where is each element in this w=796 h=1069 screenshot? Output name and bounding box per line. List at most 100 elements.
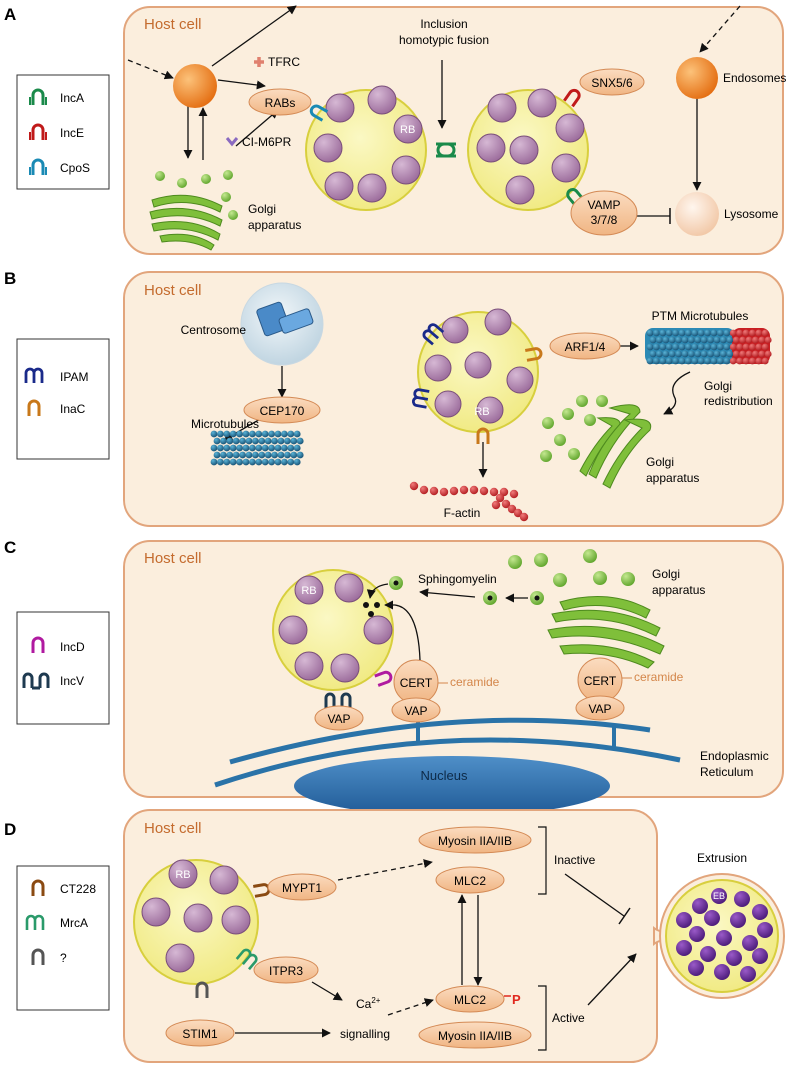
inac-icon-bottom: [476, 427, 490, 444]
inca-icon: [29, 88, 47, 105]
cpos-icon: [29, 158, 47, 175]
tfrc-icon: [254, 57, 264, 67]
golgi-vesicles-c: [508, 549, 635, 587]
svg-text:CERT: CERT: [584, 674, 617, 688]
lysosome-vesicle: [675, 192, 719, 236]
snx-protein: SNX5/6: [579, 68, 645, 96]
mrca-icon: [25, 914, 45, 930]
rabs-protein: RABs: [248, 88, 312, 116]
rb-label-a: RB: [400, 124, 415, 136]
rb-label-d: RB: [175, 869, 190, 881]
arrow-to-rabs: [217, 79, 266, 90]
panel-a: A Host cell IncA IncE CpoS: [4, 5, 786, 255]
itpr3-protein: ITPR3: [253, 956, 319, 984]
svg-text:Myosin IIA/IIB: Myosin IIA/IIB: [438, 834, 512, 848]
vap-protein-1: VAP: [314, 705, 364, 731]
inac-icon: [27, 399, 41, 416]
panel-letter-b: B: [4, 269, 16, 288]
inca-fusion-icon: [436, 142, 456, 158]
svg-text:Myosin IIA/IIB: Myosin IIA/IIB: [438, 1029, 512, 1043]
golgi-redist-label-2: redistribution: [704, 394, 773, 408]
ipam-icon-cep: [411, 388, 430, 409]
mrca-icon-itpr: [235, 948, 258, 971]
arrow-dashed-endo: [699, 5, 741, 53]
panel-letter-a: A: [4, 5, 16, 24]
arrow-dashed-in: [127, 59, 174, 80]
cert-protein-2: CERT: [577, 657, 623, 703]
incd-icon-cert: [374, 670, 393, 687]
extrusion-label: Extrusion: [697, 851, 747, 865]
vap-protein-3: VAP: [575, 695, 625, 721]
orange-vesicle-a: [173, 64, 217, 108]
arrow-golgi-redist: [663, 371, 691, 415]
svg-text:MLC2: MLC2: [454, 874, 486, 888]
bracket-inactive: [538, 826, 547, 895]
inca-icon-vamp: [566, 188, 585, 207]
mypt1-protein: MYPT1: [267, 873, 337, 901]
incd-icon: [31, 636, 45, 653]
ptm-microtubules-beads: [646, 329, 772, 365]
endosomes-label: Endosomes: [723, 71, 786, 85]
signalling-label: signalling: [340, 1027, 390, 1041]
arrow-cert-inclusion: [384, 600, 421, 661]
arf-protein: ARF1/4: [549, 332, 621, 360]
factin-filament: [409, 481, 529, 522]
golgi-redist-label-1: Golgi: [704, 379, 732, 393]
arrow-active-extrusion: [587, 953, 637, 1006]
mlc2-protein-bottom: MLC2: [435, 985, 505, 1013]
legend-inac: InaC: [60, 402, 86, 416]
golgi-c: [547, 596, 665, 669]
golgi-label-a1: Golgi: [248, 202, 276, 216]
svg-text:ARF1/4: ARF1/4: [565, 340, 606, 354]
vamp-protein: VAMP 3/7/8: [570, 190, 638, 236]
svg-text:MYPT1: MYPT1: [282, 881, 322, 895]
ince-icon-snx: [563, 88, 581, 108]
fusion-label-1: Inclusion: [420, 17, 467, 31]
rb-group-a1: [313, 85, 423, 203]
factin-label: F-actin: [444, 506, 481, 520]
ca-label: Ca2+: [356, 996, 381, 1011]
ct228-icon: [31, 879, 45, 896]
panel-letter-d: D: [4, 820, 16, 839]
myosin-protein-bottom: Myosin IIA/IIB: [418, 1021, 532, 1049]
active-label: Active: [552, 1011, 585, 1025]
sphingomyelin-label: Sphingomyelin: [418, 572, 497, 586]
panel-letter-c: C: [4, 538, 16, 557]
legend-inca: IncA: [60, 91, 84, 105]
phospho-label: P: [512, 992, 521, 1007]
centriole-icon: [256, 301, 314, 337]
rb-label-c: RB: [301, 585, 316, 597]
cim6pr-label: CI-M6PR: [242, 135, 292, 149]
host-cell-label-d: Host cell: [144, 820, 202, 837]
svg-text:VAP: VAP: [404, 704, 427, 718]
nucleus: [294, 756, 610, 816]
inhibit-inactive-extrusion: [564, 873, 631, 925]
rb-group-d: [141, 859, 251, 973]
svg-text:RABs: RABs: [265, 96, 296, 110]
eb-group: [676, 888, 773, 982]
microtubules-bundle: [210, 430, 304, 466]
sm-vesicles: [389, 576, 544, 605]
arrow-cep-mt: [223, 417, 263, 441]
stim1-protein: STIM1: [165, 1019, 235, 1047]
ceramide-label-2: ceramide: [634, 670, 684, 684]
unknown-icon: [31, 948, 45, 965]
svg-text:ITPR3: ITPR3: [269, 964, 303, 978]
vap-protein-2: VAP: [391, 697, 441, 723]
svg-text:MLC2: MLC2: [454, 993, 486, 1007]
golgi-label-c1: Golgi: [652, 567, 680, 581]
svg-text:VAP: VAP: [588, 702, 611, 716]
svg-text:STIM1: STIM1: [182, 1027, 218, 1041]
cpos-icon-rabs: [309, 104, 329, 122]
legend-d: CT228 MrcA ?: [16, 865, 110, 1011]
legend-mrca: MrcA: [60, 916, 88, 930]
golgi-a: [149, 194, 223, 251]
cert-protein-1: CERT: [393, 659, 439, 705]
legend-a: IncA IncE CpoS: [16, 74, 110, 190]
ipam-icon: [24, 367, 44, 383]
inac-icon-arf: [524, 347, 543, 362]
golgi-label-a2: apparatus: [248, 218, 301, 232]
host-cell-label-c: Host cell: [144, 550, 202, 567]
ptm-label: PTM Microtubules: [652, 309, 749, 323]
